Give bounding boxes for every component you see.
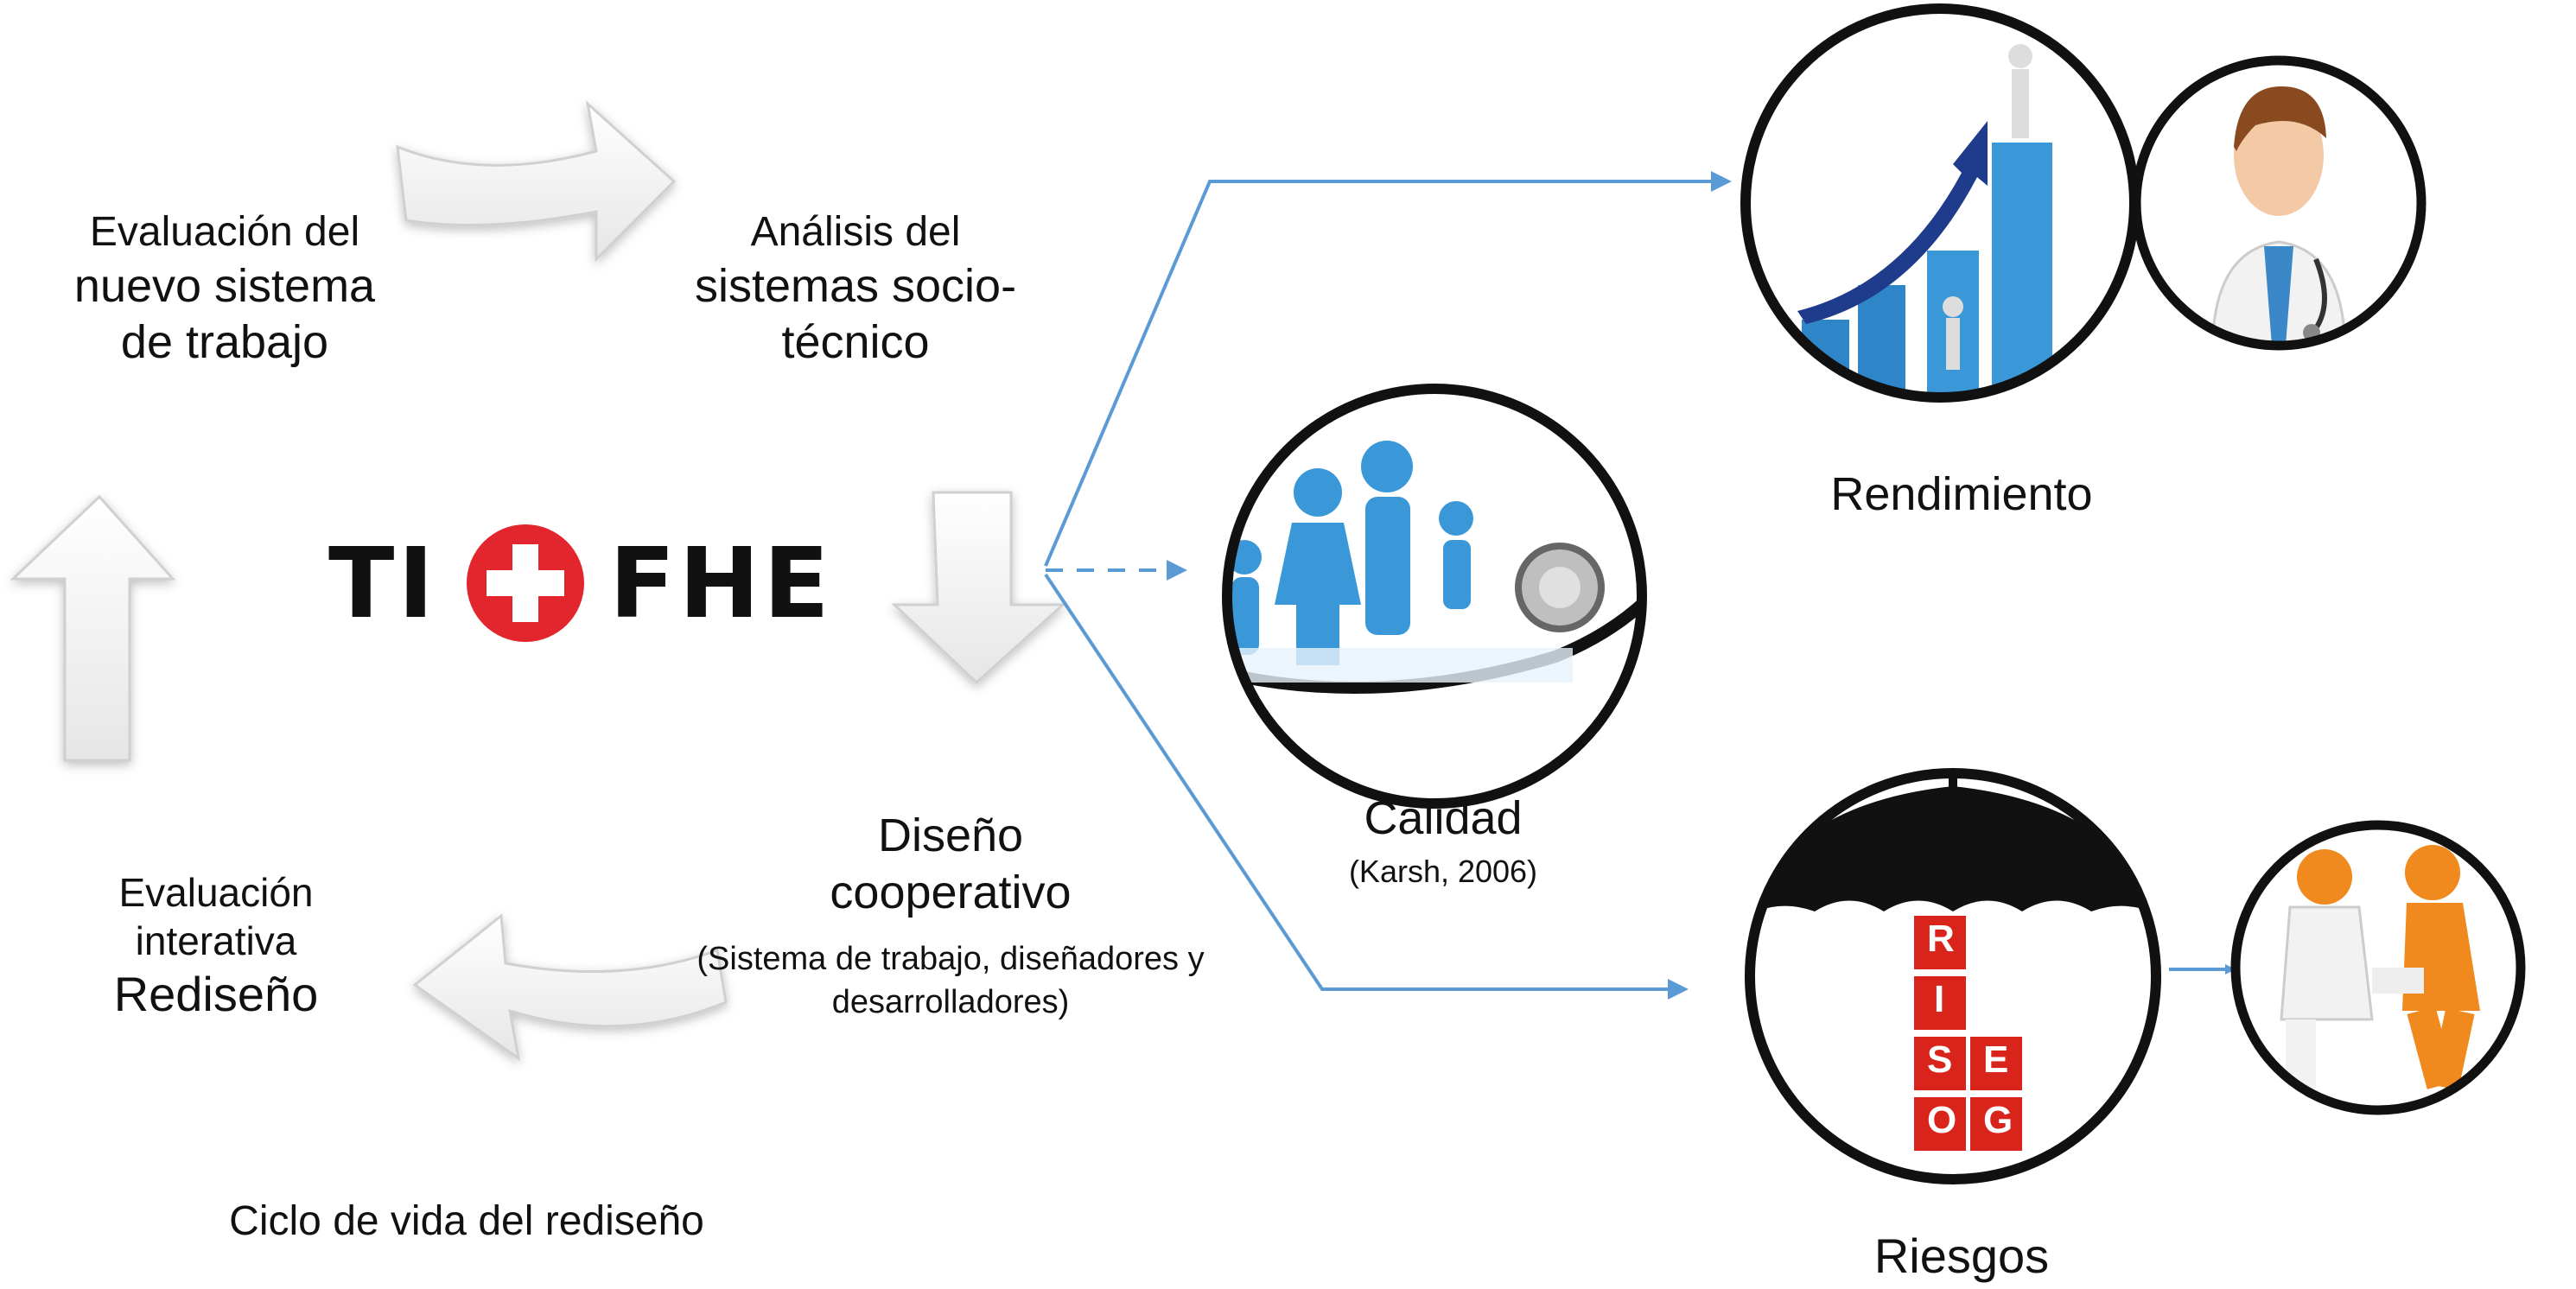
label-line: cooperativo: [830, 866, 1072, 918]
label-diseno-cooperativo: Diseño cooperativo (Sistema de trabajo, …: [639, 808, 1262, 1024]
label-line: técnico: [781, 316, 930, 369]
cycle-arrow-left-up: [10, 494, 176, 762]
label-calidad: Calidad (Karsh, 2006): [1262, 791, 1625, 891]
label-line: nuevo sistema: [73, 259, 376, 312]
red-cross-icon: [467, 524, 584, 642]
doctor-avatar-icon: [2131, 55, 2427, 351]
ti-fhe-logo: TI FHE: [328, 523, 830, 652]
umbrella-riesgos-blocks-icon: [1745, 768, 2161, 1184]
label-evaluacion-nuevo-sistema: Evaluación del nuevo sistema de trabajo: [35, 207, 415, 371]
label-diseno-subtitle: (Sistema de trabajo, diseñadores y desar…: [639, 937, 1262, 1024]
block-letter: S: [1927, 1038, 1953, 1081]
label-line: sistemas socio-: [694, 259, 1017, 312]
block-letter: R: [1927, 918, 1955, 960]
block-letter: O: [1927, 1099, 1957, 1141]
label-line: de trabajo: [120, 316, 329, 369]
growth-bar-chart-icon: [1740, 3, 2140, 403]
logo-ti-text: TI: [328, 528, 438, 640]
label-line: Diseño: [877, 810, 1024, 861]
label-line: desarrolladores): [831, 983, 1070, 1020]
caption-ciclo-vida: Ciclo de vida del rediseño: [229, 1198, 704, 1244]
injured-patient-icon: [2230, 820, 2526, 1115]
label-line: Rediseño: [113, 967, 319, 1022]
label-line: Análisis del: [750, 209, 961, 255]
block-letter: G: [1983, 1099, 2013, 1141]
citation: (Karsh, 2006): [1348, 853, 1538, 889]
label-line: Evaluación: [118, 870, 314, 915]
label-rendimiento: Rendimiento: [1830, 468, 2093, 520]
family-stethoscope-icon: [1222, 384, 1647, 809]
logo-fhe-text: FHE: [609, 528, 833, 640]
label-line: Evaluación del: [89, 209, 360, 255]
label-line: Calidad: [1364, 792, 1523, 844]
block-letter: I: [1934, 978, 1945, 1020]
label-line: interativa: [135, 918, 297, 964]
block-letter: E: [1983, 1038, 2009, 1081]
label-riesgos: Riesgos: [1873, 1229, 2050, 1283]
connector-lines: [1044, 171, 2236, 1000]
label-analisis-sistemas: Análisis del sistemas socio- técnico: [657, 207, 1054, 371]
label-evaluacion-redisenio: Evaluación interativa Rediseño: [35, 868, 398, 1025]
cycle-arrow-right-down: [891, 491, 1066, 685]
cycle-arrow-bottom: [412, 913, 728, 1062]
cycle-arrow-top: [396, 99, 677, 263]
label-line: (Sistema de trabajo, diseñadores y: [696, 940, 1205, 977]
